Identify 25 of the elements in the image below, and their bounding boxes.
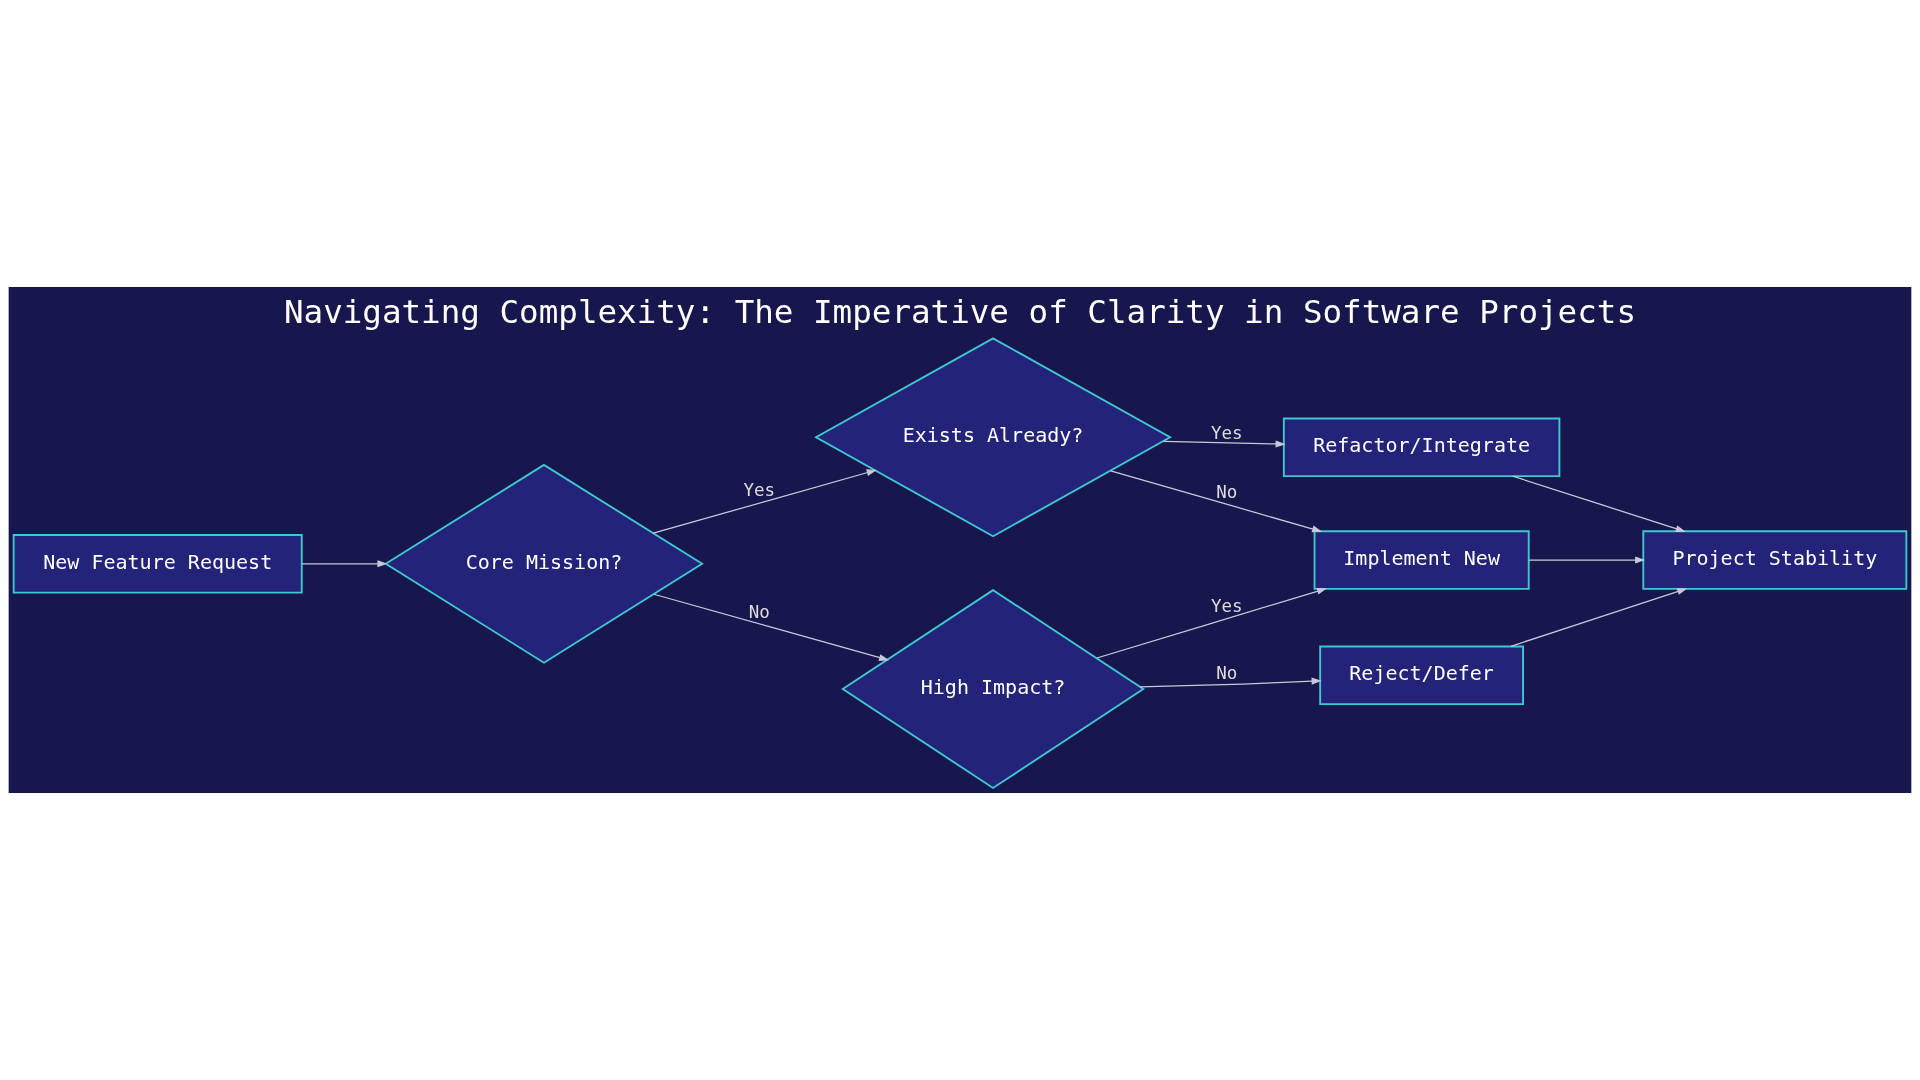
arrow: [1528, 556, 1646, 564]
node-box: Project Stability: [1642, 530, 1908, 590]
arrow: [1162, 440, 1286, 448]
node-box: Refactor/Integrate: [1282, 417, 1561, 478]
node-diamond: Exists Already?: [814, 337, 1172, 538]
edge-label: No: [748, 601, 770, 622]
edge-label: No: [1216, 481, 1238, 502]
diagram-title: Navigating Complexity: The Imperative of Clarity in Software Projects: [283, 293, 1637, 332]
edge-label: No: [1216, 663, 1238, 684]
arrow: [1096, 587, 1328, 659]
arrow: [1139, 677, 1322, 688]
edge-label: Yes: [1211, 595, 1243, 616]
node-diamond: Core Mission?: [384, 463, 704, 664]
node-box: Implement New: [1313, 530, 1530, 590]
edge-label: Yes: [1211, 422, 1243, 443]
arrow: [301, 560, 388, 568]
node-box: New Feature Request: [12, 534, 303, 594]
arrow: [1512, 475, 1686, 533]
node-diamond: High Impact?: [841, 588, 1146, 790]
arrow: [1110, 470, 1323, 533]
arrow: [1510, 588, 1688, 647]
edge-label: Yes: [743, 480, 776, 501]
node-box: Reject/Defer: [1319, 645, 1524, 705]
arrow: [652, 469, 877, 534]
arrow: [653, 593, 890, 661]
